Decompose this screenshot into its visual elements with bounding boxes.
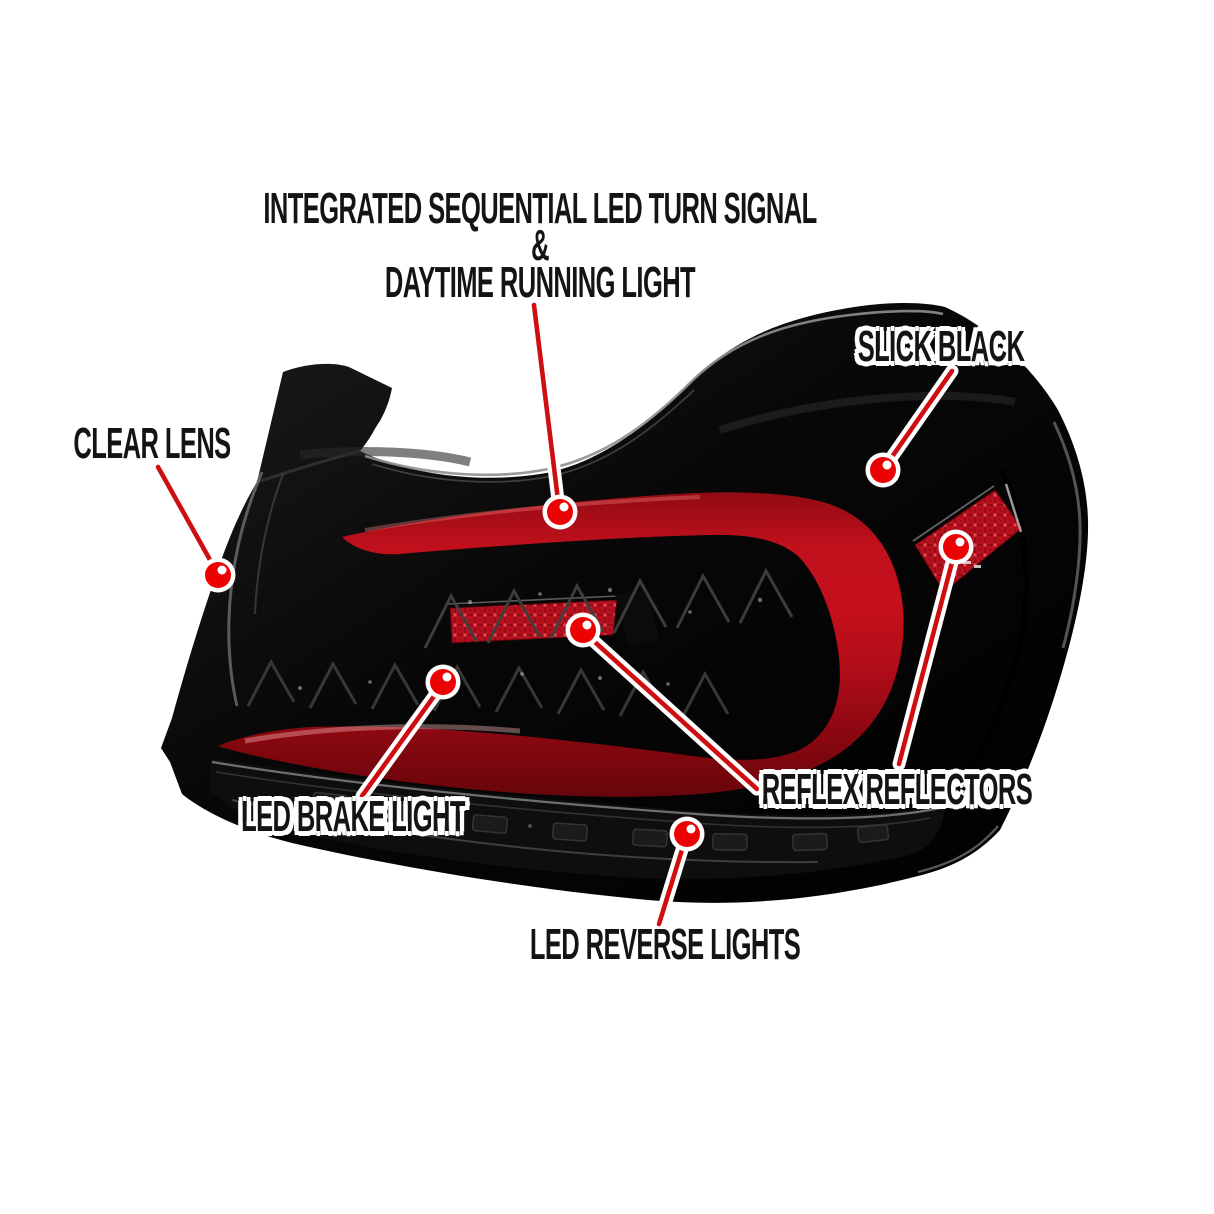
leader-line-turn-signal: [527, 298, 565, 507]
label-led-reverse-lights: LED REVERSE LIGHTS: [529, 920, 801, 969]
label-turn-signal-drl: INTEGRATED SEQUENTIAL LED TURN SIGNAL & …: [63, 184, 1017, 307]
leader-line-led-reverse: [652, 833, 692, 931]
marker-dot-led-reverse: [669, 816, 705, 852]
clear-lens-edge-highlight-2: [254, 473, 284, 615]
light-bar-highlight-top: [364, 495, 701, 532]
label-reflex-reflectors: REFLEX REFLECTORS: [761, 765, 1033, 814]
marker-dot-reflex-right: [938, 529, 974, 565]
label-slick-black: SLICK BLACK: [857, 322, 1025, 371]
marker-dot-led-brake-light: [425, 664, 461, 700]
reverse-light-strip: [210, 758, 945, 879]
leader-line-clear-lens: [151, 460, 221, 574]
light-bar-highlight-bottom: [244, 724, 521, 744]
body-sheen-upper-right: [718, 391, 1016, 434]
led-row-brake: [246, 658, 730, 719]
chrome-trim-right: [1052, 421, 1082, 649]
leader-line-reflex-right: [892, 544, 962, 771]
marker-dot-slick-black: [865, 452, 901, 488]
bottom-rim-highlight: [231, 799, 819, 864]
label-turn-signal-line1: INTEGRATED SEQUENTIAL LED TURN SIGNAL: [263, 184, 817, 233]
marker-dot-turn-signal: [542, 494, 578, 530]
led-row-turn-signal: [423, 567, 794, 649]
leader-line-reflex-center: [579, 627, 764, 796]
bottom-right-edge-highlight: [917, 825, 999, 874]
label-led-brake-light: LED BRAKE LIGHT: [241, 792, 465, 841]
leader-line-slick-black: [880, 364, 959, 471]
body-sheen-top-left: [299, 446, 472, 467]
clear-lens-edge-highlight: [227, 471, 264, 707]
label-turn-signal-line2: &: [531, 221, 549, 270]
chrome-trim-top: [364, 309, 944, 477]
marker-dot-reflex-center: [565, 612, 601, 648]
body-sheen-right-panel: [951, 468, 1030, 800]
marker-dot-clear-lens: [200, 557, 236, 593]
label-clear-lens: CLEAR LENS: [73, 419, 231, 468]
leader-line-led-brake-light: [355, 681, 447, 803]
label-turn-signal-line3: DAYTIME RUNNING LIGHT: [384, 258, 696, 307]
drl-brake-light-bar: [218, 492, 904, 797]
